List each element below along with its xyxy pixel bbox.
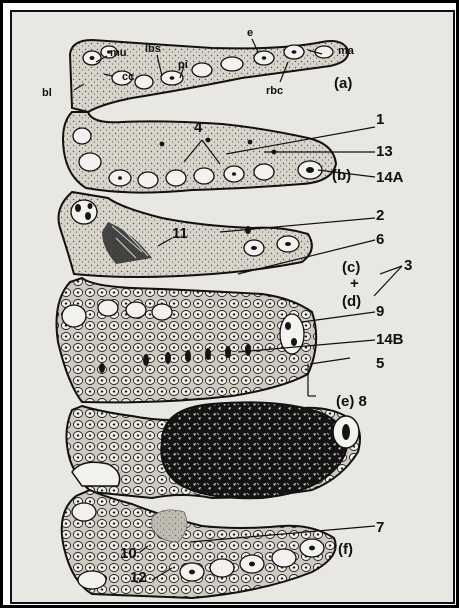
label-part-plus: + [350,275,359,292]
label-e: e [247,27,253,39]
lamella-f [62,490,336,598]
label-3: 3 [404,257,412,274]
part-labels: (a) (b) (c) + (d) (e) 8 (f) [332,75,367,558]
label-14a: 14A [376,169,404,186]
lamella-d [57,278,317,402]
label-rbc: rbc [266,85,283,97]
label-12: 12 [130,569,147,586]
label-cc: cc [122,71,134,83]
label-14b: 14B [376,331,404,348]
label-2: 2 [376,207,384,224]
label-lbs: lbs [145,43,161,55]
label-7: 7 [376,519,384,536]
label-9: 9 [376,303,384,320]
label-5: 5 [376,355,384,372]
label-part-a: (a) [334,75,352,92]
label-part-f: (f) [338,541,353,558]
label-13: 13 [376,143,393,160]
label-pi: pi [178,59,188,71]
figure-panel: mu lbs e ma cc pi bl rbc 1 4 13 14A 2 11… [10,10,455,604]
label-ma: ma [338,45,355,57]
label-4: 4 [194,119,203,136]
label-bl: bl [42,87,52,99]
label-part-b: (b) [332,167,351,184]
label-6: 6 [376,231,384,248]
label-10: 10 [120,545,137,562]
gill-lamella-diagram: mu lbs e ma cc pi bl rbc 1 4 13 14A 2 11… [12,12,453,602]
label-part-d: (d) [342,293,361,310]
label-11: 11 [172,225,188,242]
label-part-c: (c) [342,259,360,276]
lamella-e [66,402,360,498]
label-mu: mu [110,47,127,59]
label-part-e8: (e) 8 [336,393,367,410]
label-1: 1 [376,111,384,128]
